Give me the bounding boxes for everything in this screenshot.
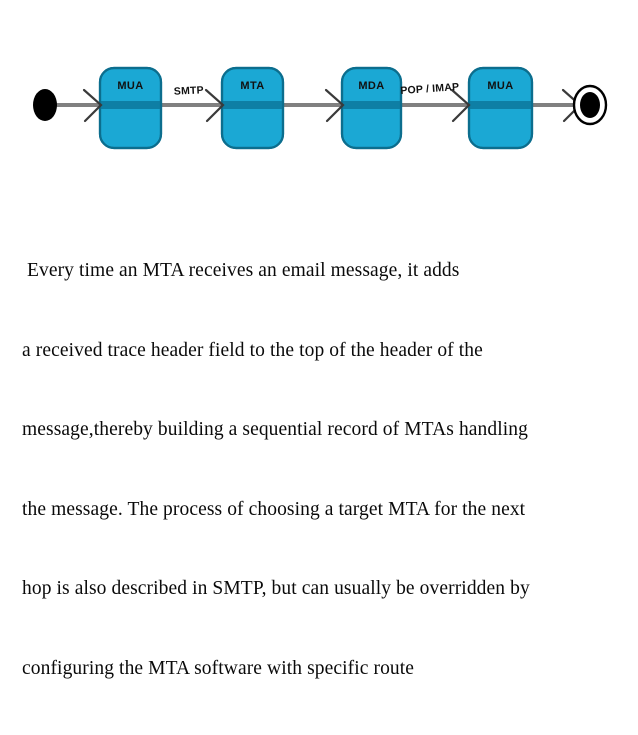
node-label: MUA <box>487 80 513 92</box>
body-paragraph: Every time an MTA receives an email mess… <box>22 205 622 735</box>
arrowhead-1 <box>82 88 103 123</box>
node-outline <box>98 66 163 150</box>
start-node <box>33 89 57 121</box>
body-line: message,thereby building a sequential re… <box>22 419 528 440</box>
diagram-svg: MUA MTA MDA <box>33 66 608 150</box>
node-crossing-band <box>342 101 401 109</box>
edge-label-pop-imap: POP / IMAP <box>400 81 460 97</box>
arrowhead-3 <box>324 88 345 123</box>
node-crossing-band <box>469 101 532 109</box>
node-outline <box>467 66 534 150</box>
body-line: configuring the MTA software with specif… <box>22 657 415 679</box>
end-node-core <box>580 92 600 118</box>
node-mta[interactable]: MTA <box>220 66 285 150</box>
node-mda[interactable]: MDA <box>340 66 403 150</box>
node-crossing-band <box>100 101 161 109</box>
node-mua-sender[interactable]: MUA <box>98 66 163 150</box>
slide-canvas: MUA MTA MDA <box>0 0 638 679</box>
arrowhead-4 <box>450 88 471 123</box>
node-crossing-band <box>222 101 283 109</box>
node-label: MDA <box>358 80 384 92</box>
node-outline <box>220 66 285 150</box>
body-line: the message. The process of choosing a t… <box>22 498 526 520</box>
body-line: hop is also described in SMTP, but can u… <box>22 578 530 599</box>
node-outline <box>340 66 403 150</box>
body-line: a received trace header field to the top… <box>22 339 483 361</box>
node-label: MTA <box>240 80 264 92</box>
node-mua-recipient[interactable]: MUA <box>467 66 534 150</box>
body-line: Every time an MTA receives an email mess… <box>22 260 460 281</box>
arrowhead-2 <box>204 88 225 123</box>
edge-label-smtp: SMTP <box>174 84 205 98</box>
end-node <box>572 84 608 126</box>
node-label: MUA <box>117 80 143 92</box>
email-flow-diagram: MUA MTA MDA <box>0 0 638 190</box>
